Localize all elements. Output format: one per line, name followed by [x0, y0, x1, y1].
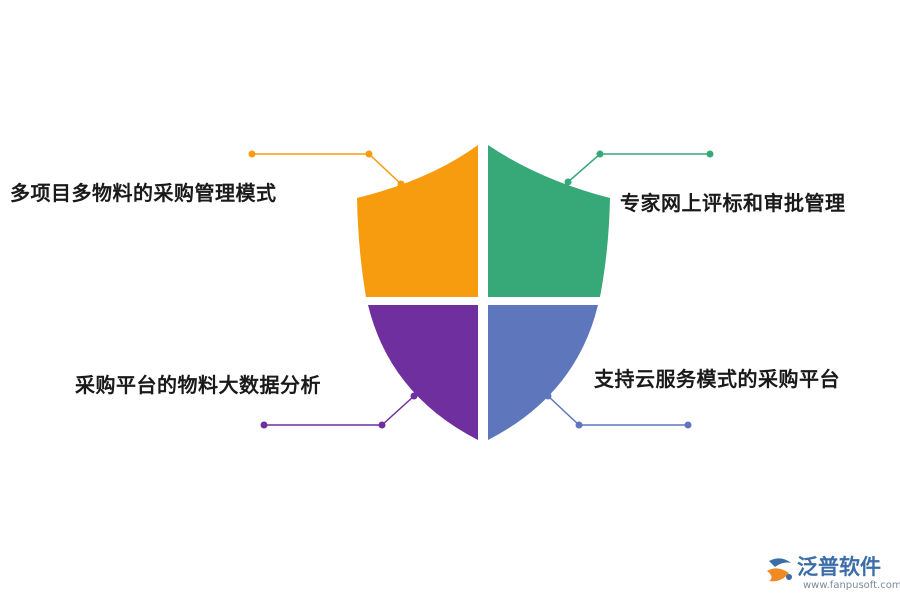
connector-top-right	[564, 150, 714, 186]
shield-quadrant-bottom-left	[368, 305, 478, 440]
shield-quadrant-top-left	[357, 145, 478, 297]
shield-quadrant-top-right	[488, 145, 610, 297]
brand-url: www.fanpusoft.com	[803, 580, 900, 591]
connector-top-left	[248, 150, 405, 188]
shield-quadrant-bottom-right	[488, 305, 598, 440]
brand-name: 泛普软件	[797, 555, 881, 579]
connector-bottom-right	[544, 392, 692, 429]
fanpu-logo-icon	[767, 558, 792, 582]
label-bottom-left: 采购平台的物料大数据分析	[75, 373, 321, 397]
label-top-right: 专家网上评标和审批管理	[620, 191, 846, 215]
label-top-left: 多项目多物料的采购管理模式	[10, 181, 277, 205]
label-bottom-right: 支持云服务模式的采购平台	[594, 367, 840, 391]
brand-logo: 泛普软件 www.fanpusoft.com	[763, 553, 900, 595]
connector-bottom-left	[260, 392, 418, 429]
